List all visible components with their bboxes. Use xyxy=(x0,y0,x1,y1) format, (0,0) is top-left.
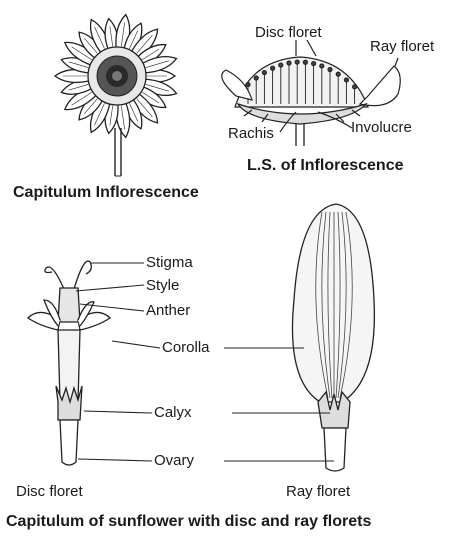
disc-floret-tip xyxy=(271,66,275,70)
disc-floret-tip xyxy=(287,61,291,65)
disc-floret-tip xyxy=(312,62,316,66)
corolla-label: Corolla xyxy=(162,340,210,356)
ls-disc-floret-label: Disc floret xyxy=(255,25,322,41)
disc-floret-tip xyxy=(320,64,324,68)
disc-floret-illustration xyxy=(28,261,110,465)
capitulum-caption: Capitulum Inflorescence xyxy=(13,185,199,201)
disc-floret-tip xyxy=(344,78,348,82)
disc-floret-tip xyxy=(262,71,266,75)
stigma-label: Stigma xyxy=(146,255,193,271)
disc-floret-tip xyxy=(328,68,332,72)
ls-ray-floret-label: Ray floret xyxy=(370,39,434,55)
disc-floret-name: Disc floret xyxy=(16,484,83,500)
disc-floret-tip xyxy=(353,85,357,89)
main-caption: Capitulum of sunflower with disc and ray… xyxy=(6,514,371,530)
disc-floret-tip xyxy=(246,83,250,87)
ls-rachis-label: Rachis xyxy=(228,126,274,142)
capitulum-illustration xyxy=(55,15,176,176)
ls-involucre-label: Involucre xyxy=(351,120,412,136)
ray-floret-name: Ray floret xyxy=(286,484,350,500)
ovary-label: Ovary xyxy=(154,453,194,469)
disc-floret-tip xyxy=(295,60,299,64)
style-label: Style xyxy=(146,278,179,294)
disc-floret-tip xyxy=(336,72,340,76)
ray-floret-illustration xyxy=(292,204,374,471)
ls-caption: L.S. of Inflorescence xyxy=(247,158,403,174)
disc-floret-tip xyxy=(254,76,258,80)
calyx-label: Calyx xyxy=(154,405,192,421)
disc-floret-tip xyxy=(303,60,307,64)
disc-floret-tip xyxy=(279,63,283,67)
anther-label: Anther xyxy=(146,303,190,319)
